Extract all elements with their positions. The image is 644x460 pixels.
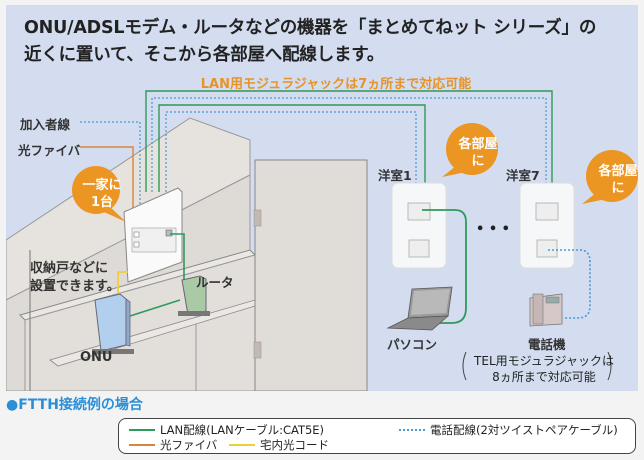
lan-jack-note: LAN用モジュラジャックは7ヵ所まで対応可能	[200, 77, 472, 92]
bubble-each-room-2-line-2: に	[611, 181, 625, 196]
distribution-box	[123, 187, 183, 283]
wall-outlet-room1	[391, 182, 447, 269]
fiber-leader	[80, 146, 134, 212]
laptop-pc	[386, 286, 453, 331]
legend-label-fiber: 光ファイバ	[160, 438, 218, 452]
label-room7: 洋室7	[506, 168, 540, 183]
legend-item-lan: LAN配線(LANケーブル:CAT5E)	[129, 422, 324, 438]
bubble-one-per-home	[72, 166, 126, 222]
label-subscriber-line: 加入者線	[20, 117, 71, 132]
tel-wire-inner	[165, 111, 417, 192]
lan-wire-outer	[145, 90, 553, 192]
bubble-each-room-2-line-1: 各部屋	[598, 164, 638, 179]
legend-swatch-fiber	[129, 444, 155, 446]
legend-label-tel: 電話配線(2対ツイストペアケーブル)	[430, 423, 618, 437]
legend-item-tel: 電話配線(2対ツイストペアケーブル)	[399, 422, 618, 438]
tel-jack-note-1: TEL用モジュラジャックは	[474, 354, 614, 368]
bubble-one-per-home-text: 一家に 1台	[72, 177, 132, 211]
legend-label-indoor: 宅内光コード	[260, 438, 329, 452]
section-title: ●FTTH接続例の場合	[6, 397, 143, 413]
headline-line-2: 近くに置いて、そこから各部屋へ配線します。	[24, 45, 385, 65]
tel-jack-note-2: 8ヵ所まで対応可能	[492, 370, 596, 384]
lan-onu-to-router	[129, 299, 181, 317]
diagram-panel: ONU/ADSLモデム・ルータなどの機器を「まとめてねット シリーズ」の 近くに…	[6, 5, 638, 391]
tel-wire-outer	[151, 97, 547, 192]
paren-left	[462, 351, 467, 381]
legend-item-fiber: 光ファイバ	[129, 437, 217, 453]
headline: ONU/ADSLモデム・ルータなどの機器を「まとめてねット シリーズ」の 近くに…	[24, 15, 596, 69]
bubble-each-room-2-text: 各部屋 に	[588, 163, 638, 197]
bubble-each-room-2	[582, 150, 638, 204]
bubble-each-room-1-line-2: に	[471, 154, 485, 169]
paren-right	[607, 351, 612, 381]
label-storage-note-2: 設置できます。	[30, 279, 120, 294]
legend: LAN配線(LANケーブル:CAT5E) 電話配線(2対ツイストペアケーブル) …	[118, 418, 636, 454]
bubble-one-per-home-line-2: 1台	[90, 195, 114, 210]
label-router: ルータ	[196, 275, 234, 290]
ellipsis: • • •	[476, 222, 510, 237]
telephone	[529, 293, 563, 327]
bubble-one-per-home-line-1: 一家に	[82, 178, 122, 193]
onu-device	[92, 293, 134, 354]
wire-runs	[80, 90, 553, 212]
bubble-each-room-1-text: 各部屋 に	[448, 136, 508, 170]
label-phone: 電話機	[528, 337, 566, 352]
wall-outlet-room7	[519, 182, 575, 269]
label-room1: 洋室1	[378, 168, 412, 183]
label-onu: ONU	[80, 350, 113, 365]
label-storage-note-1: 収納戸などに	[30, 261, 109, 276]
tel-cable-to-phone	[548, 249, 591, 319]
legend-swatch-indoor	[229, 444, 255, 446]
lan-box-to-router	[170, 233, 185, 282]
label-optical-fiber: 光ファイバ	[18, 143, 81, 158]
router-device	[178, 275, 210, 316]
bubble-each-room-1	[442, 123, 498, 177]
lan-cable-to-pc	[422, 209, 467, 324]
lan-wire-inner	[158, 104, 426, 192]
legend-swatch-lan	[129, 429, 155, 431]
subscriber-line-leader	[80, 121, 141, 210]
legend-label-lan: LAN配線(LANケーブル:CAT5E)	[160, 423, 325, 437]
tel-jack-note: TEL用モジュラジャックは 8ヵ所まで対応可能	[474, 353, 614, 385]
wiring-illustration	[6, 90, 638, 391]
label-pc: パソコン	[387, 337, 438, 352]
headline-line-1: ONU/ADSLモデム・ルータなどの機器を「まとめてねット シリーズ」の	[24, 18, 597, 38]
legend-swatch-tel	[399, 429, 425, 431]
legend-item-indoor: 宅内光コード	[229, 437, 329, 453]
bubble-each-room-1-line-1: 各部屋	[458, 137, 498, 152]
